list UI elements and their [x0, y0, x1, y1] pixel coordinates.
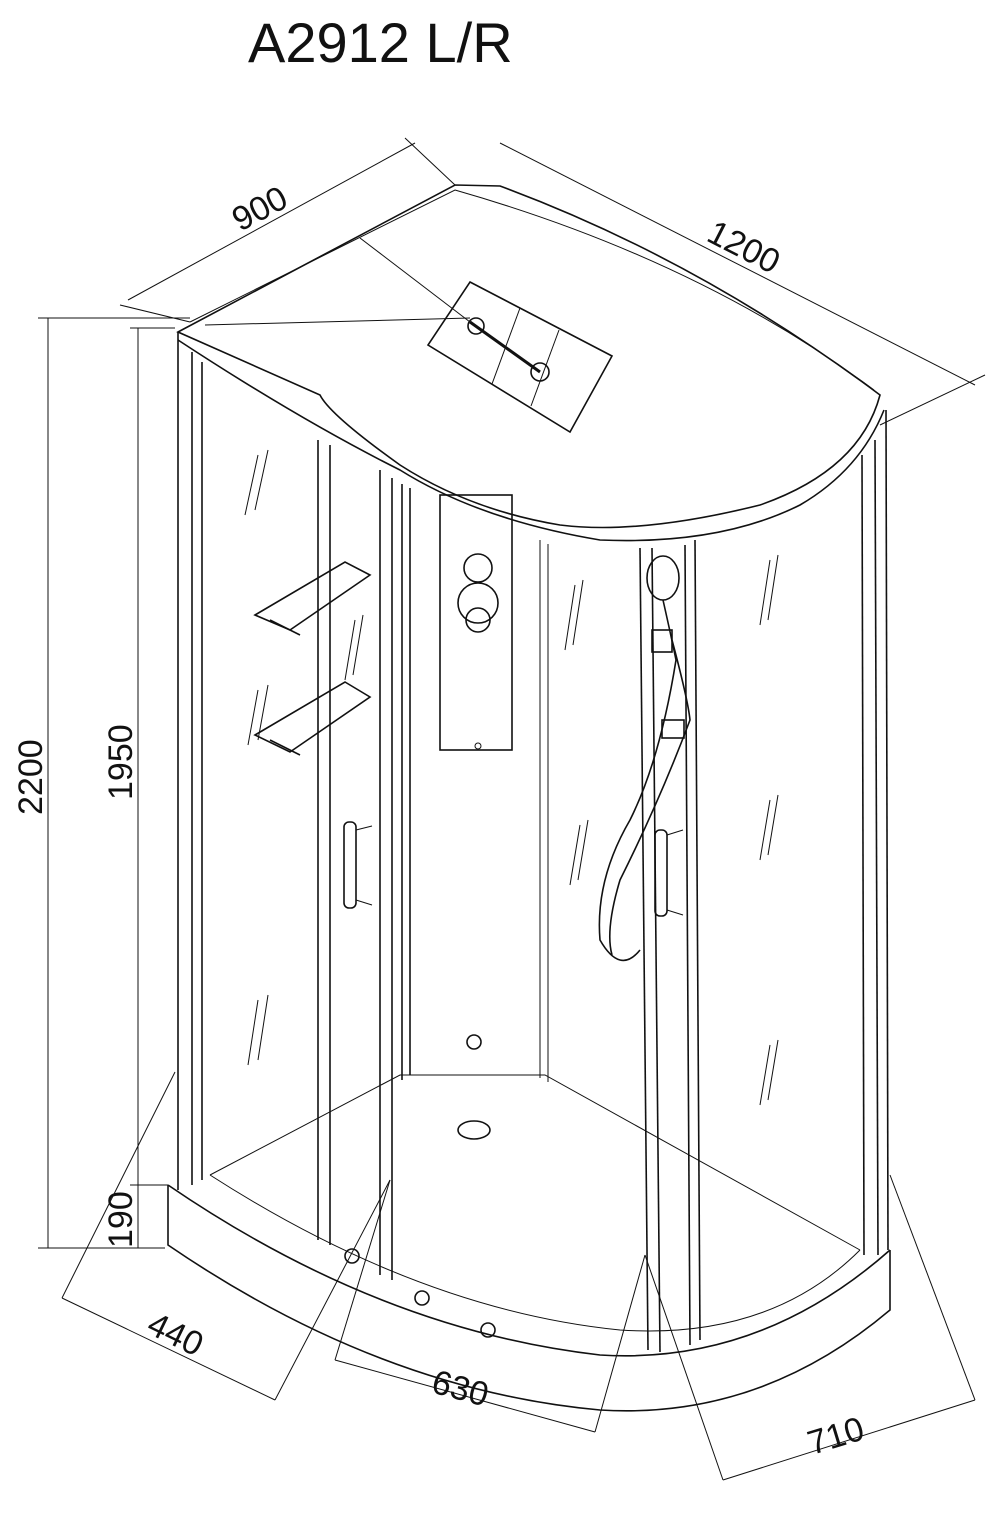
dim-label-1950: 1950: [102, 724, 140, 800]
dim-label-900: 900: [226, 179, 294, 239]
cabin-frame: [177, 332, 889, 1353]
door-handles: [343, 821, 684, 917]
glass-shelves: [253, 561, 372, 756]
diverter-knob-icon: [457, 582, 499, 624]
dim-label-440: 440: [141, 1305, 209, 1364]
model-title: A2912 L/R: [248, 11, 513, 74]
roof-canopy: [176, 184, 885, 542]
rain-shower-icon: [467, 317, 485, 335]
dimension-lines: [38, 137, 986, 1481]
dim-label-630: 630: [428, 1363, 493, 1414]
dim-label-2200: 2200: [12, 739, 50, 815]
control-panel: [439, 494, 513, 1140]
glass-reflections: [244, 449, 779, 1106]
hand-shower: [598, 555, 691, 962]
shower-tray: [167, 1074, 891, 1412]
dim-label-1200: 1200: [701, 213, 786, 281]
drain-icon: [457, 1120, 491, 1140]
mixer-knob-icon: [463, 553, 493, 583]
dim-label-190: 190: [102, 1191, 140, 1248]
dim-label-710: 710: [803, 1410, 868, 1463]
roof-light-panel: [426, 280, 614, 434]
